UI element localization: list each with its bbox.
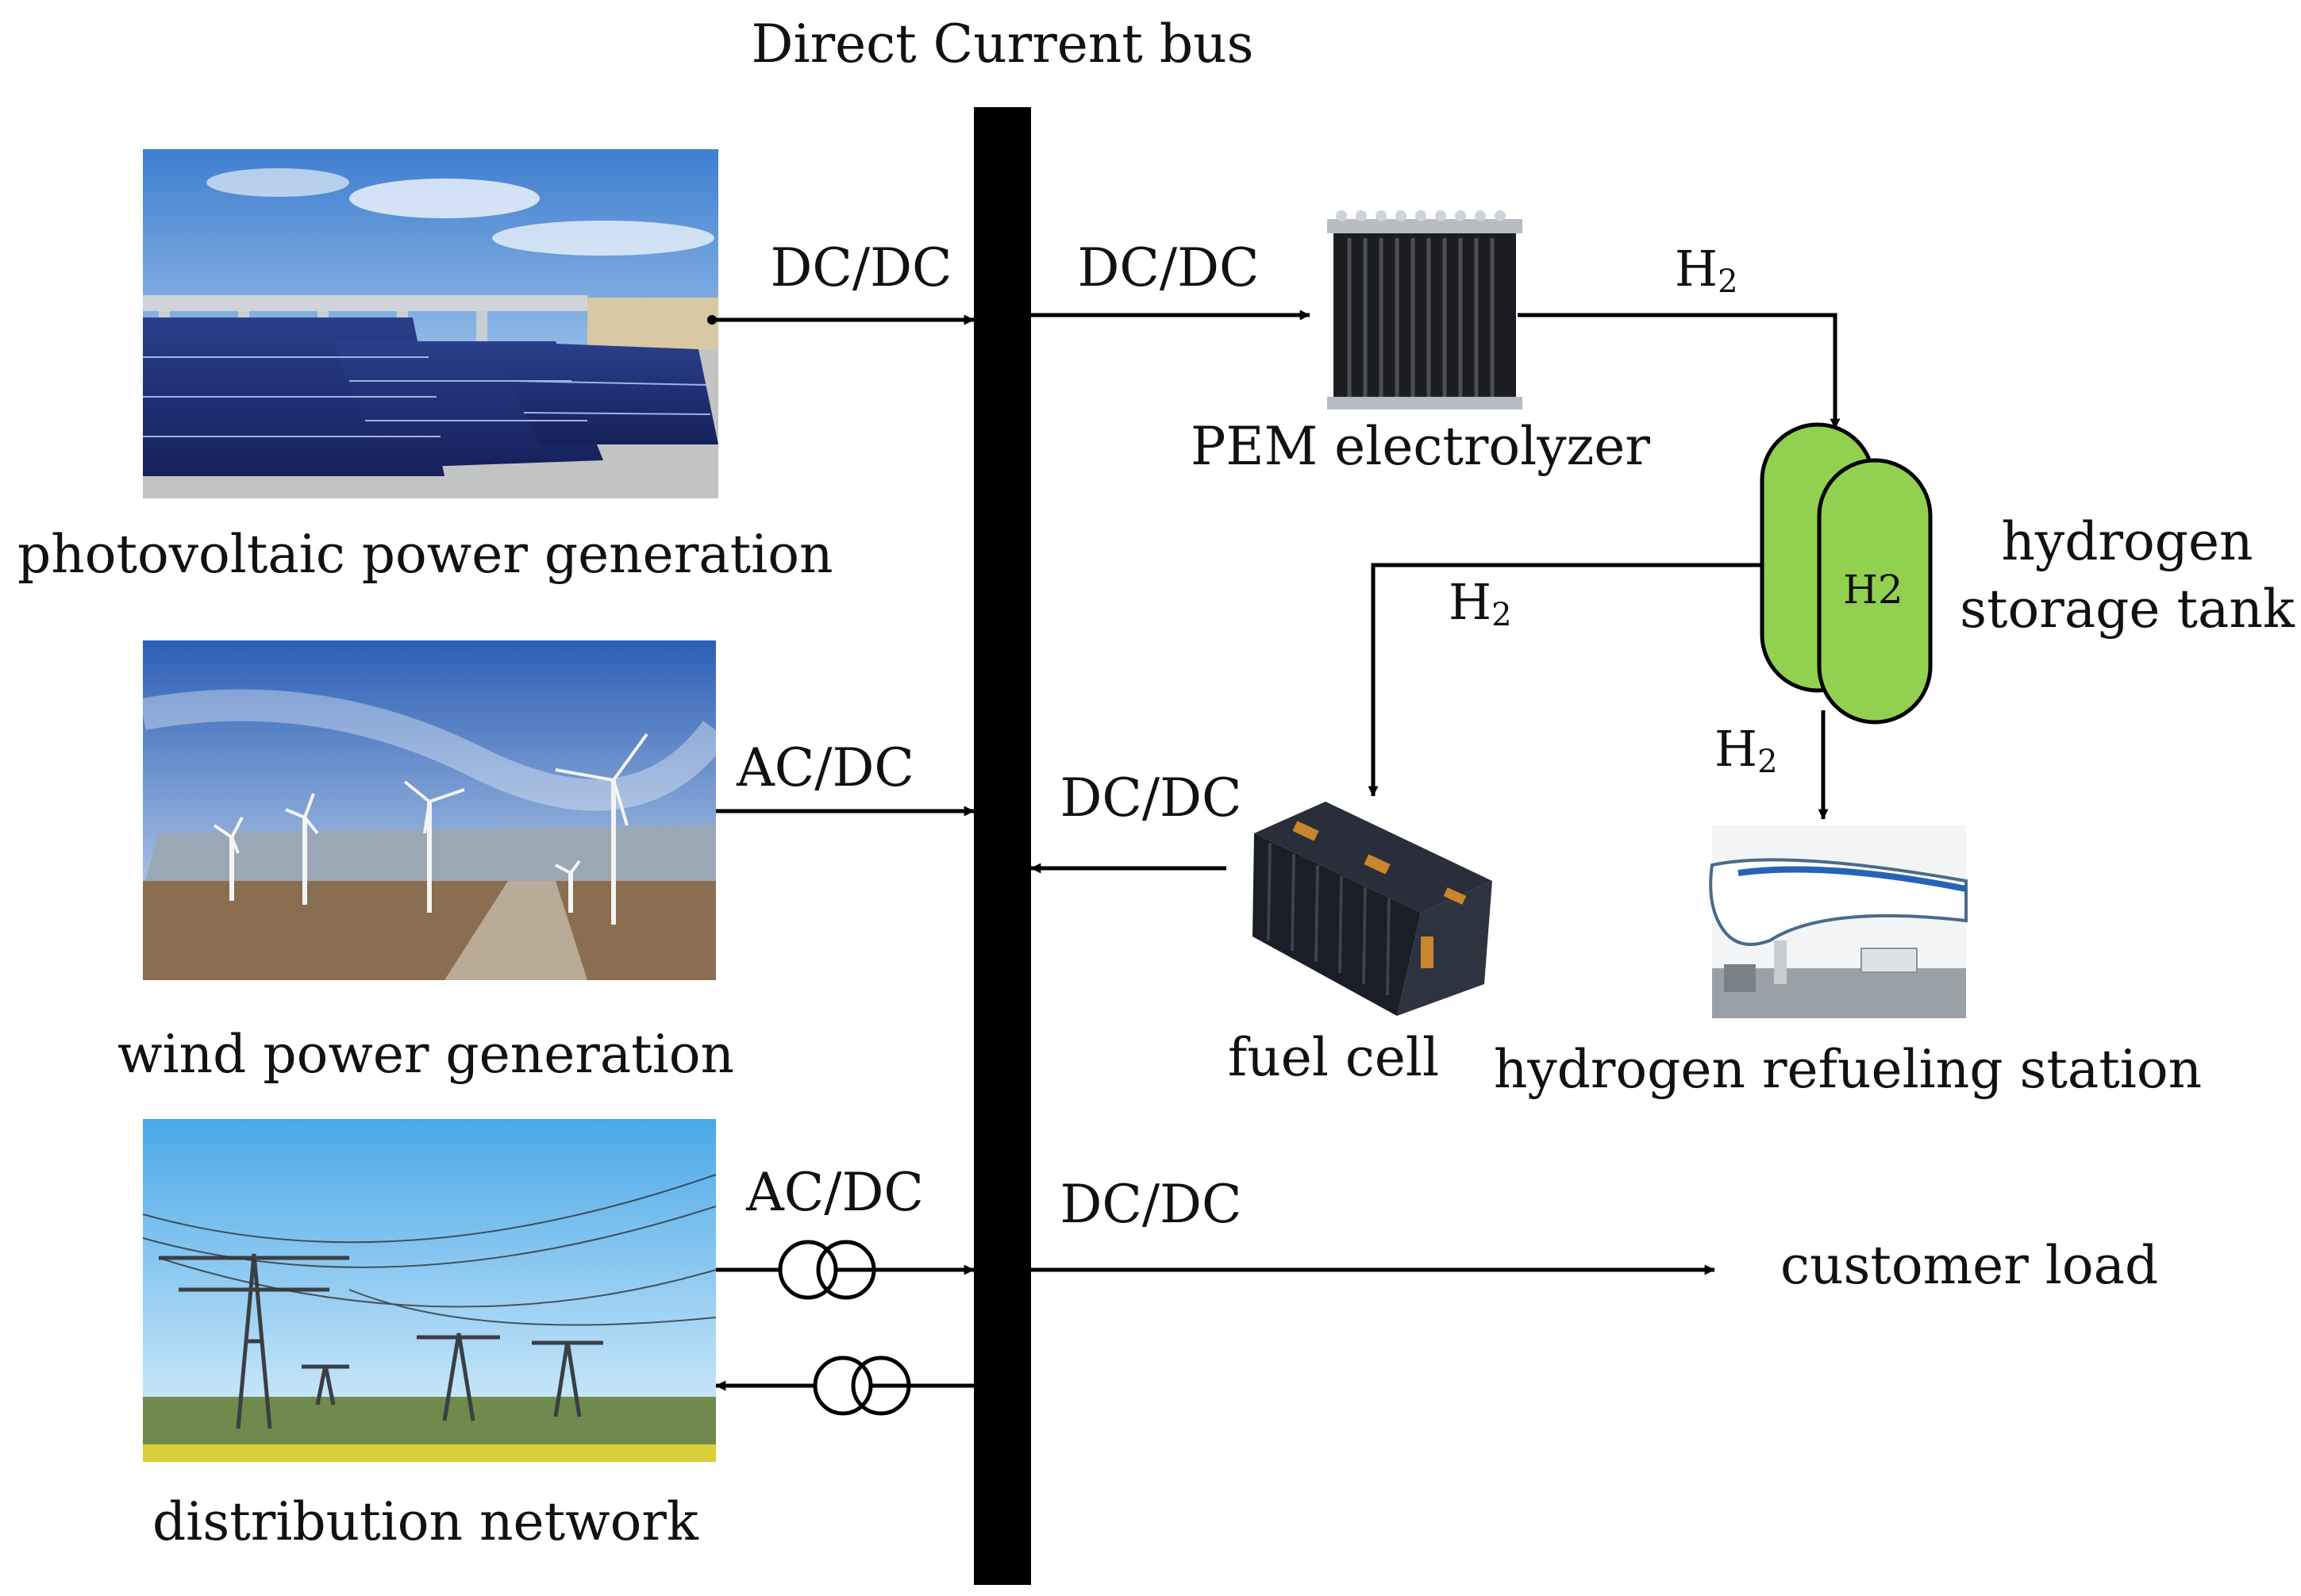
photovoltaic-image [143, 149, 718, 498]
pem-electrolyzer-image [1327, 210, 1522, 410]
h2-label-refueling: H2 [1714, 720, 1778, 780]
wind-label: wind power generation [117, 1024, 734, 1085]
distribution-network-label: distribution network [152, 1491, 699, 1552]
transformer-icon-import [778, 1240, 876, 1300]
hydrogen-refueling-station-image [1709, 825, 1968, 1018]
electrolyzer-converter-label: DC/DC [1077, 237, 1259, 298]
electrolyzer-to-tank-arrow [1518, 313, 1841, 429]
storage-label-line2: storage tank [1960, 579, 2295, 640]
photovoltaic-converter-label: DC/DC [770, 237, 952, 298]
distribution-network-image [142, 1119, 717, 1462]
electrolyzer-label: PEM electrolyzer [1191, 416, 1650, 477]
fuel-cell-image [1252, 802, 1492, 1016]
dc-bus-bar [974, 107, 1031, 1585]
photovoltaic-label: photovoltaic power generation [17, 524, 833, 585]
hydrogen-storage-tank-icon [1760, 422, 1933, 725]
refueling-station-label: hydrogen refueling station [1494, 1039, 2202, 1100]
bus-title: Direct Current bus [752, 13, 1254, 75]
h2-label-electrolyzer: H2 [1675, 240, 1738, 300]
storage-label-line1: hydrogen [2001, 511, 2253, 572]
distribution-converter-label: AC/DC [745, 1162, 924, 1223]
wind-image [140, 640, 729, 980]
fuel-cell-label: fuel cell [1228, 1027, 1439, 1088]
transformer-icon-export [813, 1356, 911, 1416]
load-converter-label: DC/DC [1060, 1174, 1241, 1235]
fuel-cell-converter-label: DC/DC [1060, 767, 1241, 829]
tank-h2-mark: H2 [1843, 567, 1903, 613]
wind-converter-label: AC/DC [736, 737, 914, 798]
h2-label-fuel-cell: H2 [1449, 573, 1512, 633]
tank-to-fuel-cell-arrow [1368, 563, 1762, 797]
customer-load-label: customer load [1780, 1235, 2158, 1296]
